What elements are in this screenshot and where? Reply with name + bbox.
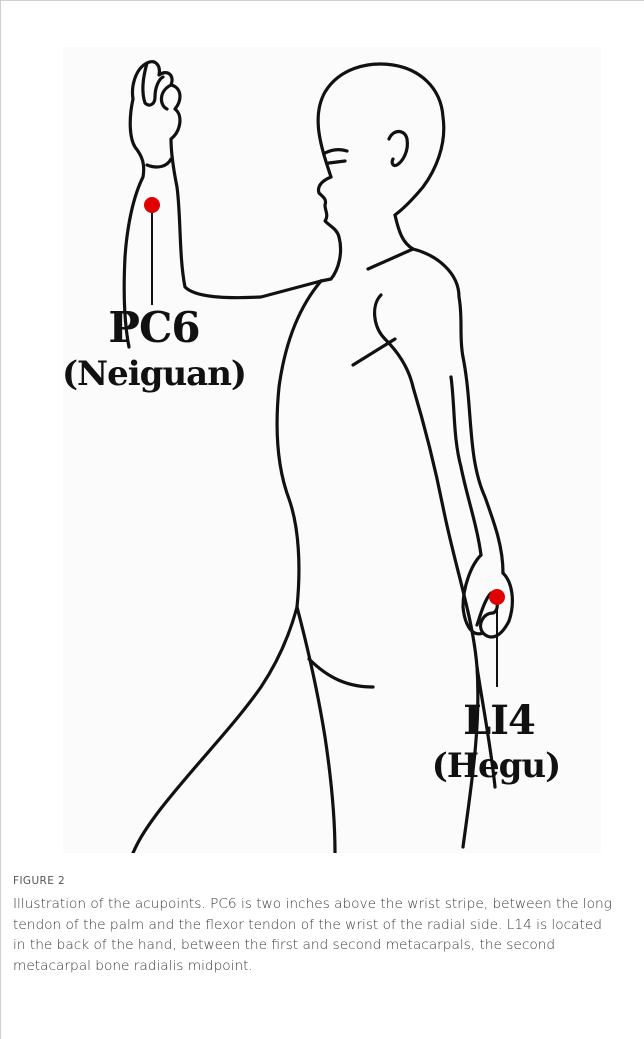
neck-back <box>395 215 413 249</box>
thumb-detail <box>161 85 171 109</box>
inner-leg <box>297 607 335 853</box>
head-outline <box>318 64 444 215</box>
pc6-marker <box>144 197 160 213</box>
li4-name-label: (Hegu) <box>411 749 581 783</box>
ear-outline <box>389 132 407 166</box>
figure-caption: Illustration of the acupoints. PC6 is tw… <box>13 894 613 976</box>
pc6-name-label: (Neiguan) <box>59 357 249 391</box>
belly-and-leg-front <box>133 607 297 853</box>
neck-front <box>321 237 341 281</box>
figure-label: FIGURE 2 <box>13 875 65 887</box>
eyebrow-detail <box>325 150 347 153</box>
chest-line <box>277 281 321 607</box>
eye-detail <box>329 161 345 163</box>
li4-marker <box>489 589 505 605</box>
pc6-code-label: PC6 <box>59 307 249 349</box>
leg-crease <box>309 659 373 687</box>
face-profile <box>319 177 340 237</box>
collar-line <box>368 249 413 269</box>
lowered-hand-outline <box>477 573 512 637</box>
wrist-crease <box>147 159 171 167</box>
shoulder-blade <box>353 339 395 365</box>
li4-code-label: LI4 <box>419 701 579 741</box>
shoulder-outline <box>413 249 503 573</box>
